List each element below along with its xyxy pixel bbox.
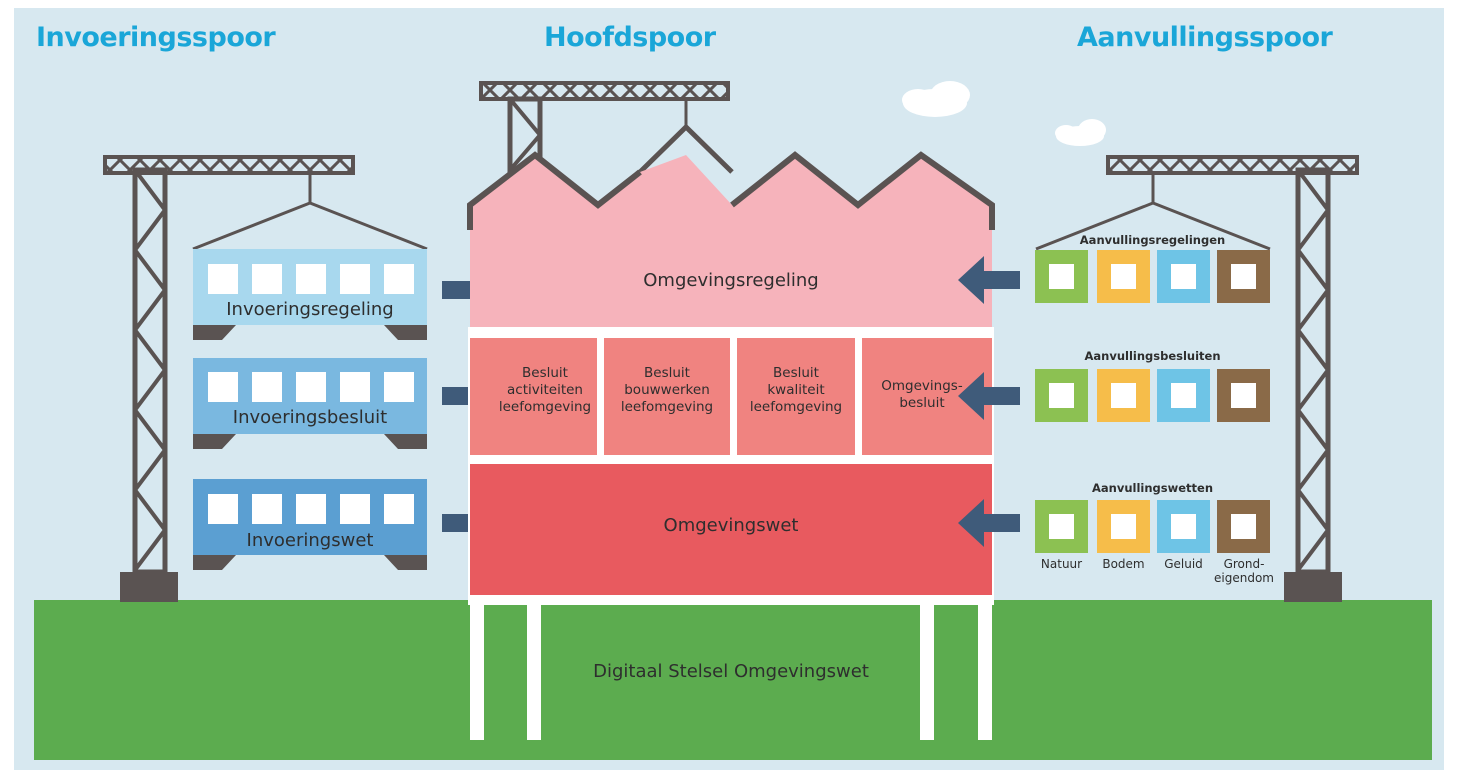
wagon-invoeringsbesluit	[193, 358, 427, 449]
label-omgevingswet: Omgevingswet	[663, 515, 799, 536]
label-digitaal-stelsel: Digitaal Stelsel Omgevingswet	[593, 661, 869, 682]
right-crane	[1035, 155, 1359, 602]
label-omgevingsbesluit: Omgevings- besluit	[881, 378, 963, 411]
header-invoeringsspoor: Invoeringsspoor	[36, 22, 276, 53]
arrow-left-icon	[958, 499, 1020, 547]
label-bodem: Bodem	[1102, 557, 1145, 571]
label-aanvullingsregelingen: Aanvullingsregelingen	[1079, 233, 1226, 247]
arrow-left-icon	[958, 372, 1020, 420]
wagon-invoeringsregeling	[193, 249, 427, 340]
label-besluit-bouwwerken: Besluit bouwwerken leefomgeving	[620, 365, 714, 415]
wagon-invoeringswet	[193, 479, 427, 570]
center-crane	[479, 81, 734, 198]
arrow-left-icon	[958, 256, 1020, 304]
header-aanvullingsspoor: Aanvullingsspoor	[1077, 22, 1333, 53]
building	[467, 151, 995, 740]
label-besluit-kwaliteit: Besluit kwaliteit leefomgeving	[749, 365, 843, 415]
label-besluit-activiteiten: Besluit activiteiten leefomgeving	[498, 365, 592, 415]
label-invoeringswet: Invoeringswet	[246, 530, 374, 551]
label-aanvullingswetten: Aanvullingswetten	[1091, 481, 1214, 495]
label-invoeringsbesluit: Invoeringsbesluit	[232, 407, 388, 428]
cloud	[902, 81, 970, 117]
left-crane	[103, 155, 428, 602]
arrow-right-group	[958, 256, 1020, 547]
grass	[34, 600, 1432, 760]
label-grondeigendom: Grond- eigendom	[1214, 557, 1274, 585]
label-omgevingsregeling: Omgevingsregeling	[643, 270, 819, 291]
label-invoeringsregeling: Invoeringsregeling	[226, 299, 394, 320]
label-geluid: Geluid	[1164, 557, 1203, 571]
category-boxes	[1035, 250, 1270, 553]
cloud	[1055, 119, 1106, 146]
label-natuur: Natuur	[1040, 557, 1083, 571]
label-aanvullingsbesluiten: Aanvullingsbesluiten	[1084, 349, 1221, 363]
header-hoofdspoor: Hoofdspoor	[544, 22, 716, 53]
